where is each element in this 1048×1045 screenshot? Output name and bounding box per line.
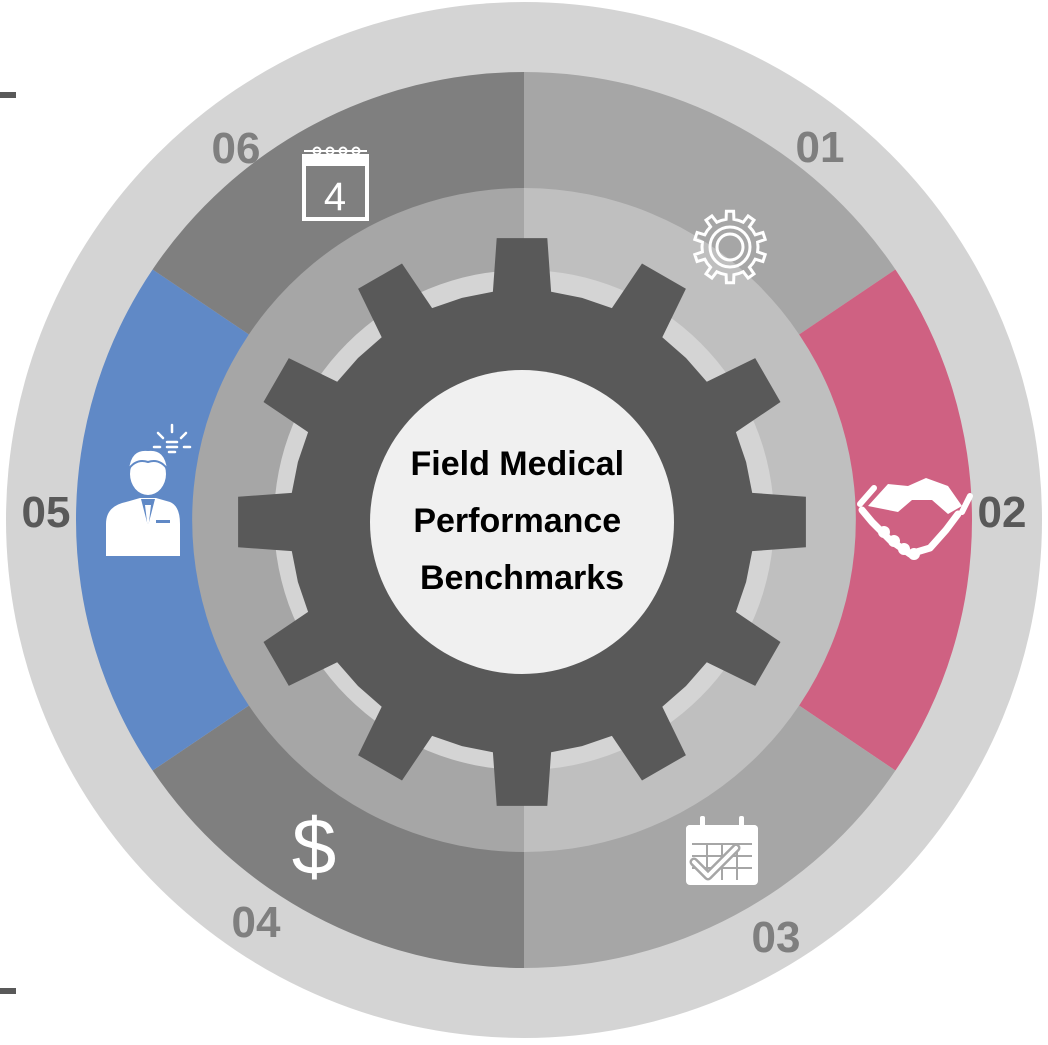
inner-ring-right (524, 188, 856, 852)
calendar-check-icon (686, 816, 758, 885)
calendar-day-icon: 4 (302, 146, 369, 221)
inner-ring (192, 188, 856, 852)
center-title-line-1: Field Medical (411, 445, 625, 483)
segment-number-04: 04 (232, 898, 281, 947)
segment-02 (797, 269, 973, 771)
gear-icon (692, 209, 768, 285)
center-title: Field Medical Performance Benchmarks (411, 445, 634, 597)
center-title-line-2: Performance (413, 502, 621, 540)
segment-number-03: 03 (752, 913, 801, 962)
segment-04 (152, 704, 524, 968)
dollar-icon: $ (292, 802, 337, 891)
person-idea-icon (106, 423, 192, 556)
calendar-day-number: 4 (324, 175, 346, 219)
segment-number-01: 01 (796, 123, 845, 172)
center-title-line-3: Benchmarks (420, 559, 624, 597)
center-circle (370, 370, 674, 674)
handshake-icon (857, 478, 973, 560)
segment-number-05: 05 (22, 488, 71, 537)
bottom-left-tick (0, 988, 16, 994)
top-left-tick (0, 92, 16, 98)
segment-number-02: 02 (978, 488, 1027, 537)
inner-ring-left (192, 188, 524, 852)
segment-06 (152, 72, 524, 336)
segment-number-06: 06 (212, 124, 261, 173)
segment-01 (524, 72, 896, 336)
